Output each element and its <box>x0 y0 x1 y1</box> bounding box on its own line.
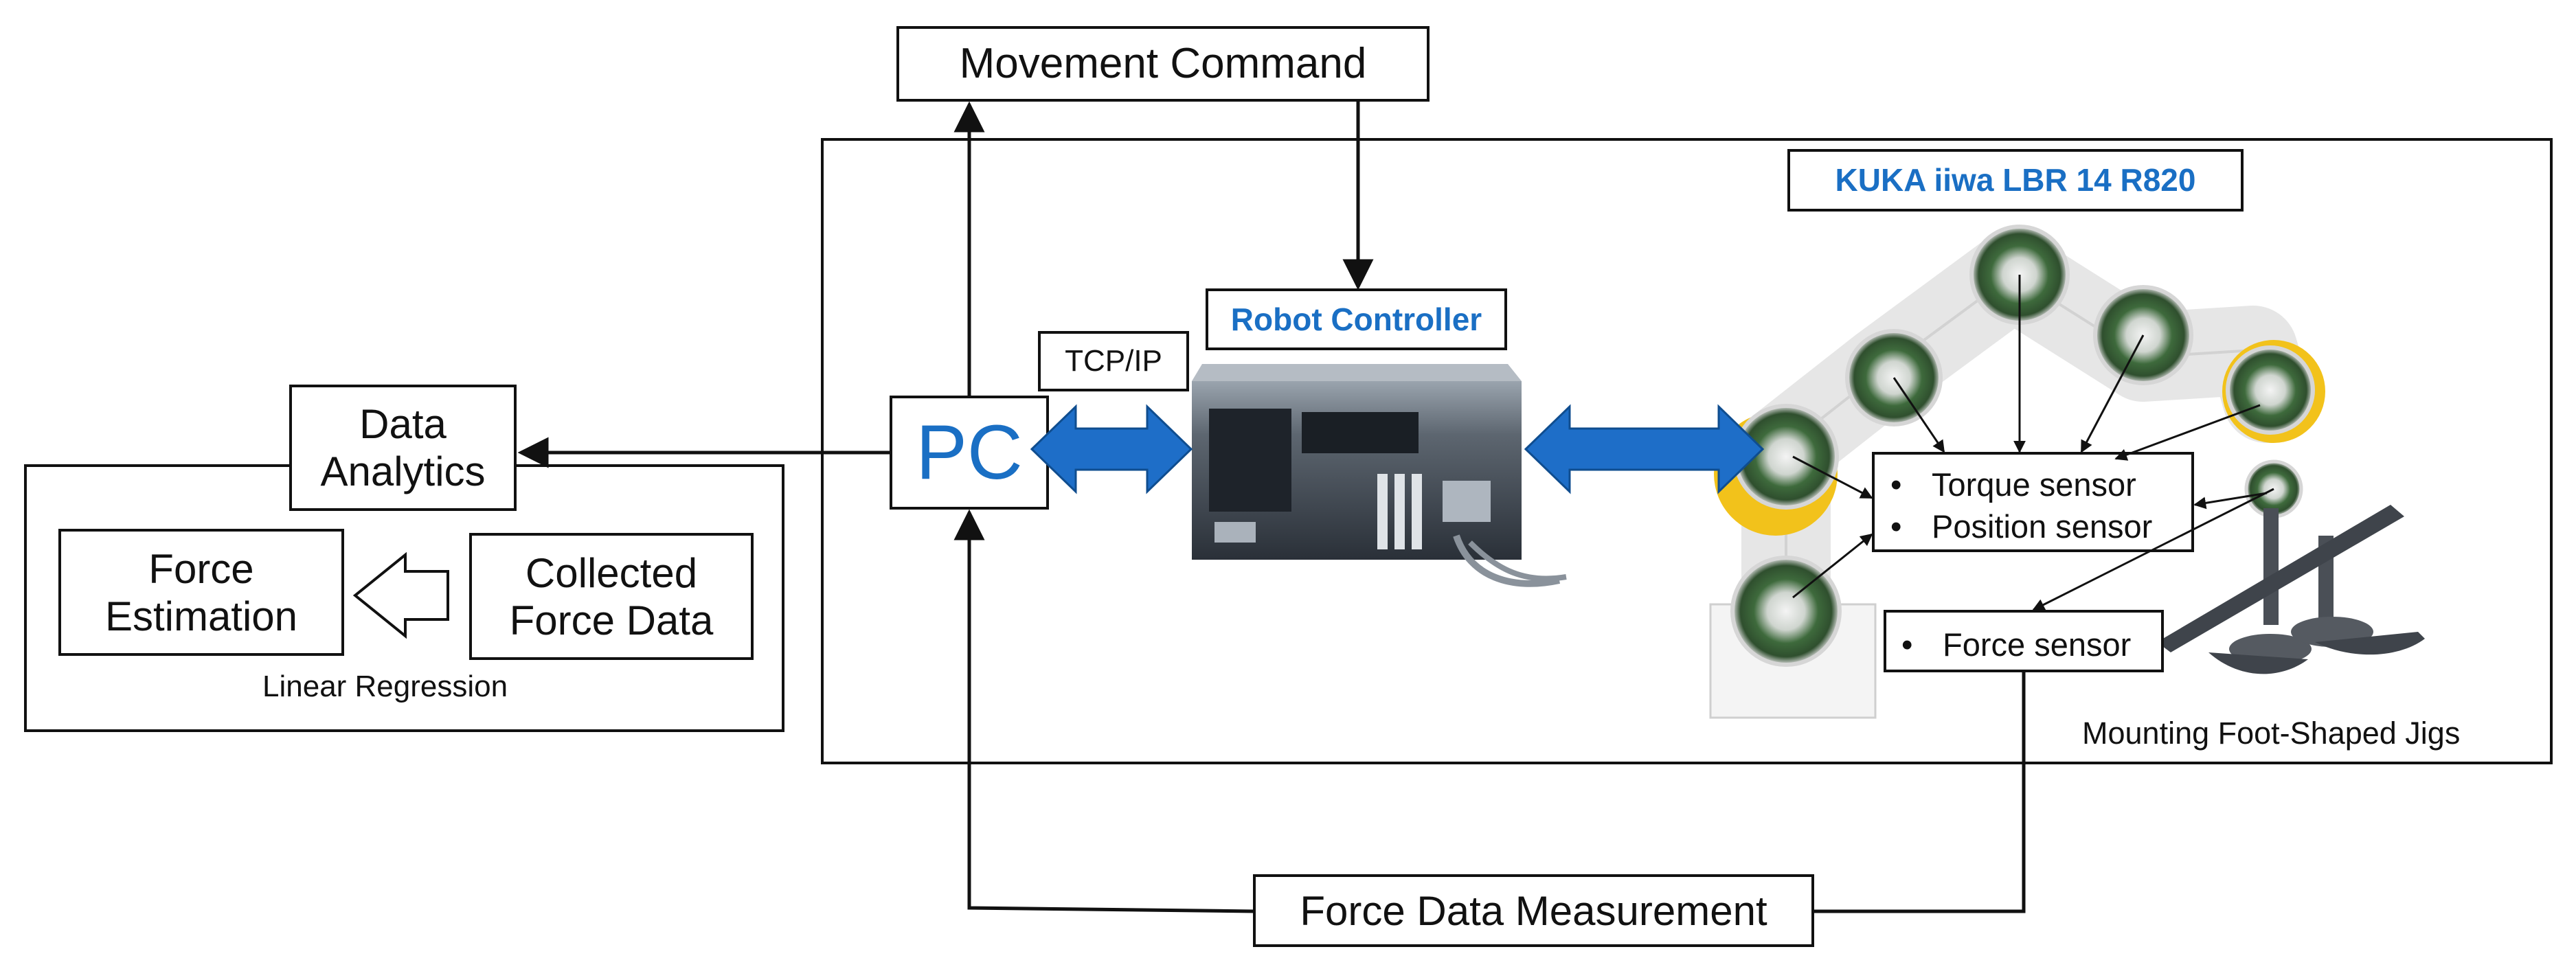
robot-controller-box <box>1206 288 1507 350</box>
force-estimation-box <box>58 529 344 656</box>
position-sensor-item: Position sensor <box>1890 505 2152 547</box>
force-sensor-item: Force sensor <box>1901 624 2131 665</box>
linear-regression-label: Linear Regression <box>262 670 508 703</box>
movement-command-label: Movement Command <box>959 40 1367 88</box>
controller-robot-double-arrow[interactable] <box>1524 404 1765 494</box>
data-analytics-box <box>289 385 517 511</box>
sensor-pointer-lines <box>1792 275 2274 611</box>
robot-controller-label: Robot Controller <box>1230 301 1482 337</box>
torque-sensor-item: Torque sensor <box>1890 464 2152 505</box>
data-analytics-label: Data Analytics <box>320 401 486 494</box>
robot-controller-image <box>1192 364 1567 587</box>
measurement-to-pc-arrow <box>953 509 1255 913</box>
hollow-arrow <box>352 551 449 639</box>
collected-force-data-box <box>469 533 754 660</box>
collected-force-data-label: Collected Force Data <box>509 549 714 643</box>
joint-1 <box>1730 556 1842 667</box>
pc-controller-double-arrow[interactable] <box>1030 404 1193 494</box>
joint-6 <box>2226 345 2315 435</box>
robot-arm-image <box>1709 225 2425 719</box>
force-estimation-label: Force Estimation <box>104 545 298 639</box>
force-sensor-list: Force sensor <box>1901 624 2131 665</box>
kuka-label-box <box>1787 149 2244 212</box>
movement-command-box <box>896 26 1430 102</box>
force-sensor-to-measurement-line <box>1813 671 2026 913</box>
pc-label: PC <box>916 409 1023 495</box>
force-data-measurement-label: Force Data Measurement <box>1300 887 1767 934</box>
tcp-ip-box <box>1038 331 1189 391</box>
tcp-ip-label: TCP/IP <box>1065 343 1162 378</box>
kuka-label: KUKA iiwa LBR 14 R820 <box>1835 162 2196 198</box>
torque-position-list: Torque sensor Position sensor <box>1890 464 2152 547</box>
mounting-jigs-label: Mounting Foot-Shaped Jigs <box>2082 716 2461 751</box>
connection-arrows <box>517 100 2026 913</box>
